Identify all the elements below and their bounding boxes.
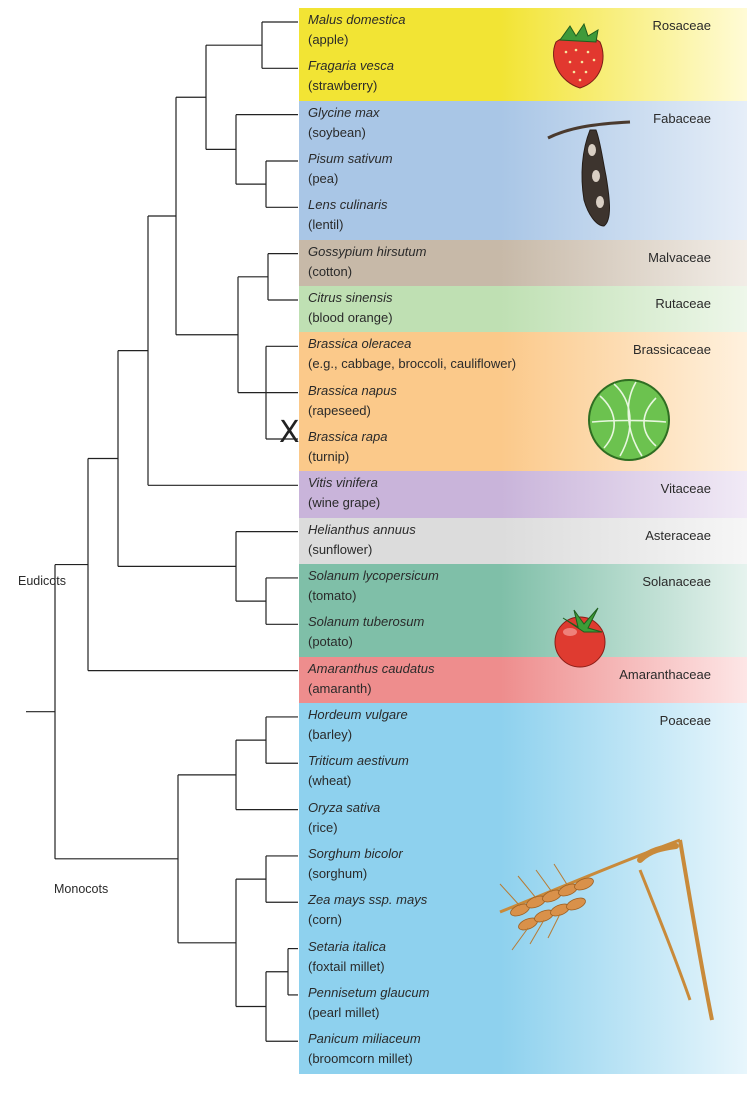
- tomato-icon: [555, 608, 605, 667]
- pea-pod-icon: [548, 122, 630, 226]
- cabbage-icon: [589, 380, 669, 460]
- wheat-icon: [500, 840, 712, 1020]
- strawberry-icon: [553, 24, 603, 88]
